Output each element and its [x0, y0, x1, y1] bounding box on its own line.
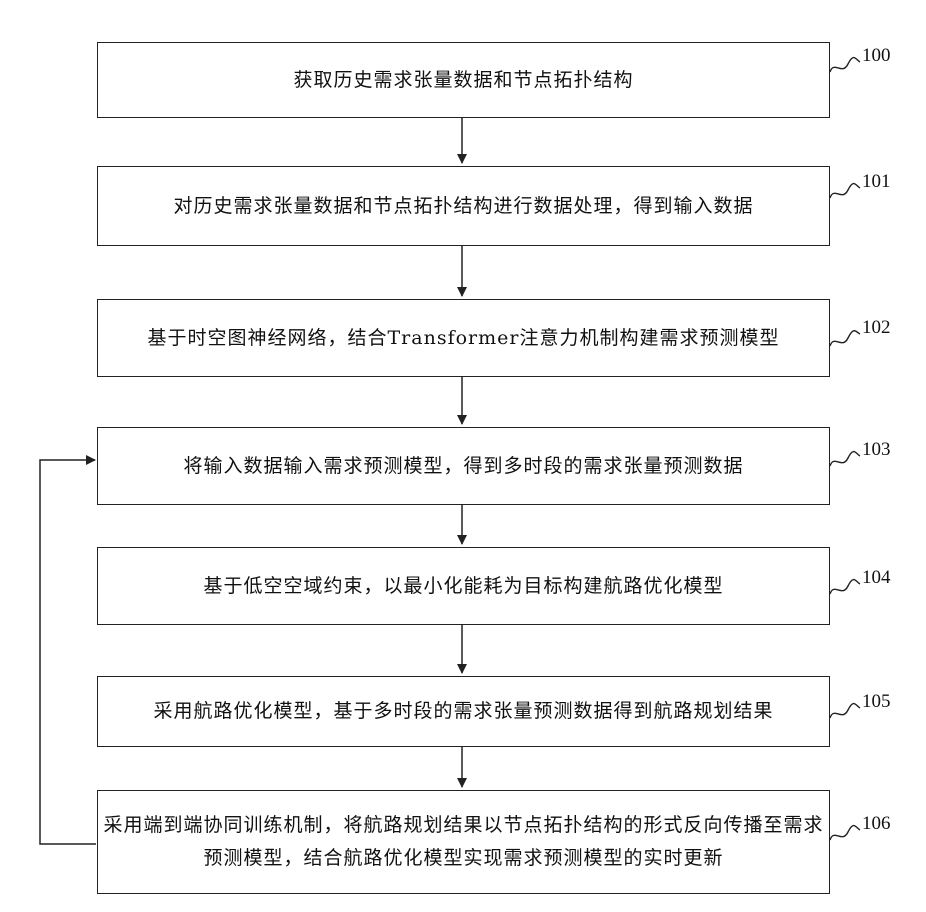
step-label-105: 105 [862, 692, 891, 712]
step-text-106: 采用端到端协同训练机制，将航路规划结果以节点拓扑结构的形式反向传播至需求预测模型… [102, 809, 825, 875]
step-box-101: 对历史需求张量数据和节点拓扑结构进行数据处理，得到输入数据 [97, 166, 830, 246]
step-box-105: 采用航路优化模型，基于多时段的需求张量预测数据得到航路规划结果 [97, 676, 830, 747]
step-text-104: 基于低空空域约束，以最小化能耗为目标构建航路优化模型 [203, 570, 723, 603]
step-box-100: 获取历史需求张量数据和节点拓扑结构 [97, 42, 830, 118]
label-leader-105 [830, 704, 860, 718]
step-box-104: 基于低空空域约束，以最小化能耗为目标构建航路优化模型 [97, 547, 830, 625]
step-label-102: 102 [862, 318, 891, 338]
step-text-105: 采用航路优化模型，基于多时段的需求张量预测数据得到航路规划结果 [153, 695, 773, 728]
label-leader-101 [830, 184, 860, 198]
label-leader-104 [830, 580, 860, 594]
step-text-103: 将输入数据输入需求预测模型，得到多时段的需求张量预测数据 [183, 450, 743, 483]
label-leader-106 [830, 826, 860, 840]
step-text-101: 对历史需求张量数据和节点拓扑结构进行数据处理，得到输入数据 [173, 190, 753, 223]
step-box-106: 采用端到端协同训练机制，将航路规划结果以节点拓扑结构的形式反向传播至需求预测模型… [97, 790, 830, 894]
step-label-104: 104 [862, 568, 891, 588]
step-text-102: 基于时空图神经网络，结合Transformer注意力机制构建需求预测模型 [148, 322, 780, 355]
step-box-103: 将输入数据输入需求预测模型，得到多时段的需求张量预测数据 [97, 427, 830, 505]
step-label-101: 101 [862, 172, 891, 192]
step-box-102: 基于时空图神经网络，结合Transformer注意力机制构建需求预测模型 [97, 299, 830, 377]
label-leader-103 [830, 452, 860, 466]
feedback-arrow-106-to-103 [40, 460, 96, 844]
step-label-100: 100 [862, 46, 891, 66]
step-label-103: 103 [862, 440, 891, 460]
label-leader-100 [830, 58, 860, 72]
step-label-106: 106 [862, 814, 891, 834]
step-text-100: 获取历史需求张量数据和节点拓扑结构 [293, 64, 633, 97]
label-leader-102 [830, 331, 860, 346]
